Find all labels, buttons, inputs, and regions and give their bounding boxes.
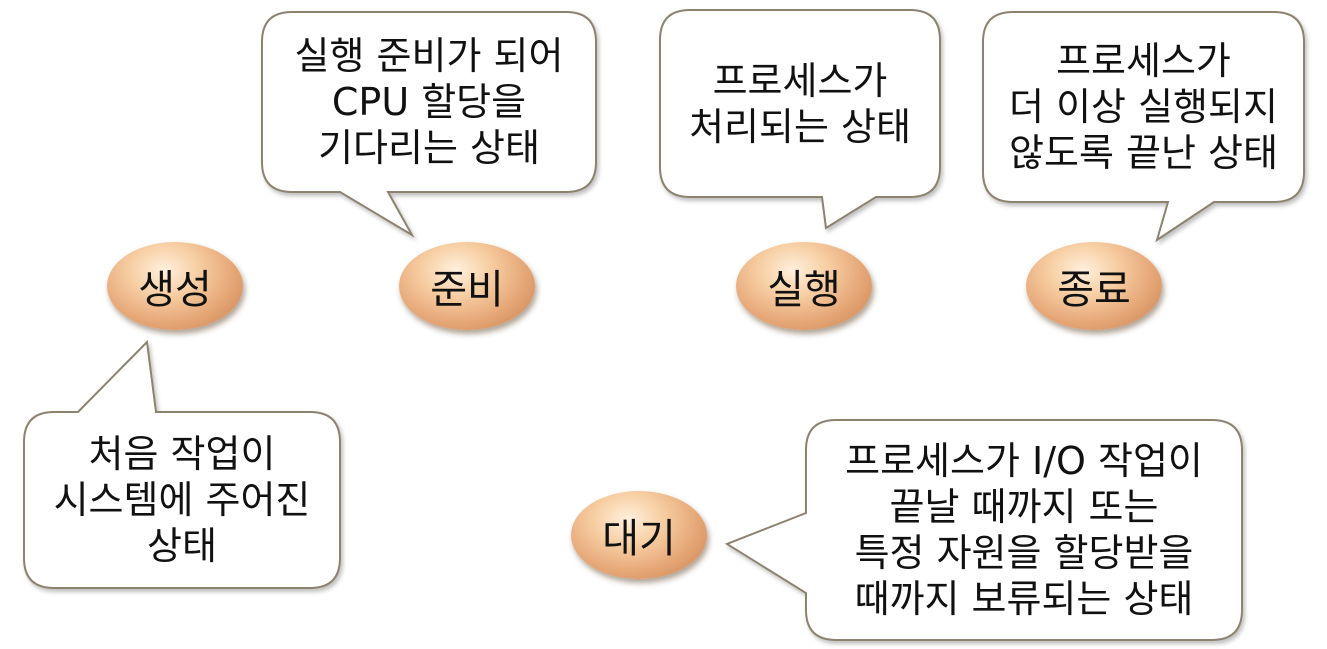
desc-line: 프로세스가 xyxy=(712,58,888,103)
desc-line: 프로세스가 xyxy=(1056,39,1231,83)
callout-terminated xyxy=(982,11,1305,243)
desc-line: 처리되는 상태 xyxy=(689,104,911,149)
desc-line: CPU 할당을 xyxy=(331,80,527,124)
state-waiting: 대기 xyxy=(571,491,707,579)
state-create: 생성 xyxy=(107,242,243,330)
desc-line: 않도록 끝난 상태 xyxy=(1009,131,1278,175)
desc-line: 끝날 때까지 또는 xyxy=(889,485,1159,529)
state-terminated: 종료 xyxy=(1026,242,1162,330)
ready-description: 실행 준비가 되어 CPU 할당을 기다리는 상태 xyxy=(262,12,596,192)
desc-line: 기다리는 상태 xyxy=(318,126,540,170)
state-ready: 준비 xyxy=(399,242,535,330)
desc-line: 실행 준비가 되어 xyxy=(294,34,564,78)
terminated-description: 프로세스가 더 이상 실행되지 않도록 끝난 상태 xyxy=(983,12,1304,202)
callout-create xyxy=(23,339,341,589)
desc-line: 더 이상 실행되지 xyxy=(1009,85,1278,129)
desc-line: 시스템에 주어진 xyxy=(53,478,311,522)
desc-line: 상태 xyxy=(147,524,217,568)
running-description: 프로세스가 처리되는 상태 xyxy=(660,10,940,197)
desc-line: 처음 작업이 xyxy=(88,432,276,476)
desc-line: 특정 자원을 할당받을 xyxy=(854,531,1194,575)
desc-line: 때까지 보류되는 상태 xyxy=(854,577,1194,621)
callout-waiting xyxy=(724,419,1243,641)
waiting-description: 프로세스가 I/O 작업이 끝날 때까지 또는 특정 자원을 할당받을 때까지 … xyxy=(806,420,1242,640)
state-running: 실행 xyxy=(736,242,872,330)
callout-running xyxy=(659,9,941,230)
desc-line: 프로세스가 I/O 작업이 xyxy=(845,439,1203,483)
create-description: 처음 작업이 시스템에 주어진 상태 xyxy=(24,412,340,588)
callout-ready xyxy=(261,11,597,238)
